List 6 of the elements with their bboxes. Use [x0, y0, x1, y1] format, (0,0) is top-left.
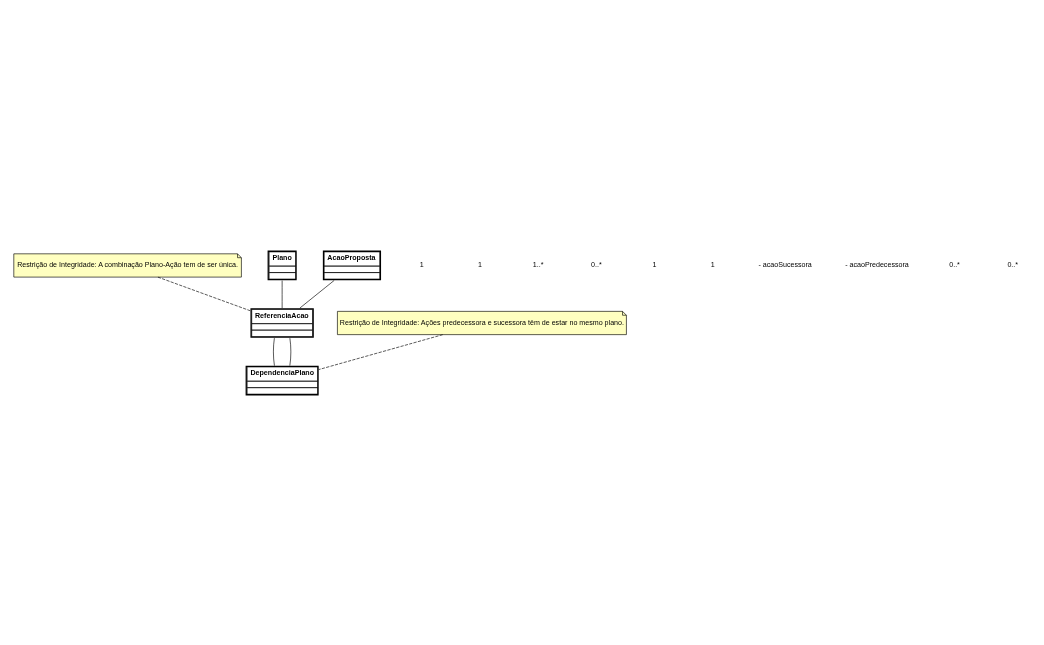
- connector: [157, 276, 251, 311]
- connector: [299, 279, 335, 308]
- connector: [281, 279, 283, 308]
- connector: [318, 333, 443, 370]
- connector: [289, 337, 292, 366]
- connector: [273, 337, 275, 366]
